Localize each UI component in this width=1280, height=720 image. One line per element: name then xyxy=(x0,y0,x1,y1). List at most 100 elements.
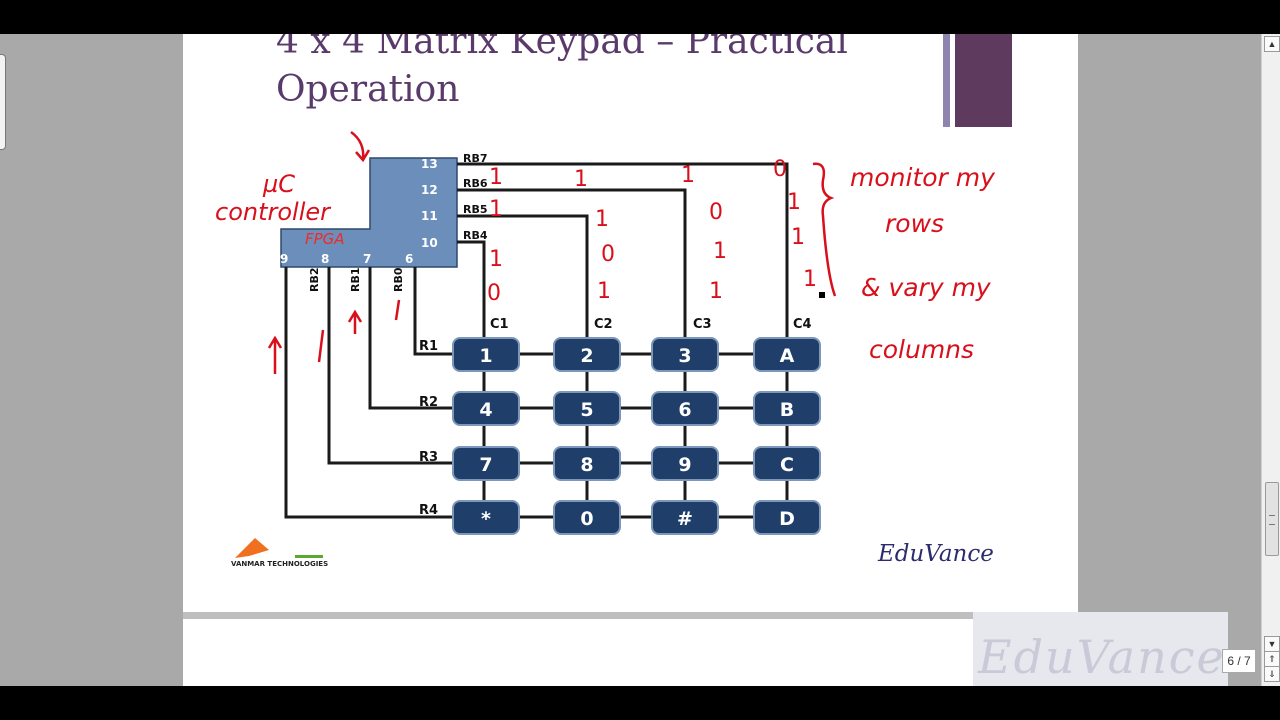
rb4-label: RB4 xyxy=(463,229,488,242)
watermark-text: EduVance xyxy=(978,630,1226,684)
keypad-diagram: 13 12 11 10 9 8 7 6 RB7 RB6 RB5 RB4 RB2 … xyxy=(215,130,996,568)
page-indicator: 6 / 7 xyxy=(1222,649,1256,673)
key-6-label: 6 xyxy=(678,399,691,421)
title-accent-bar-thin xyxy=(943,34,950,127)
slide-next-watermark xyxy=(973,612,1228,686)
key-1-label: 1 xyxy=(479,345,492,367)
controller-label: controller xyxy=(215,198,332,226)
key-B-label: B xyxy=(780,399,794,421)
bit-c2-row4: 1 xyxy=(597,279,611,304)
pin-10: 10 xyxy=(421,236,438,250)
scrollbar-thumb[interactable] xyxy=(1265,482,1279,556)
bit-c2-row2: 1 xyxy=(595,207,609,232)
row-label-r4: R4 xyxy=(419,503,438,518)
bit-c4-row1: 0 xyxy=(773,157,787,182)
bit-c3-row4: 1 xyxy=(709,279,723,304)
rb7-label: RB7 xyxy=(463,152,488,165)
slide-next xyxy=(183,619,973,686)
wire-r4 xyxy=(284,267,453,519)
grip-icon xyxy=(1269,515,1275,525)
mcu-block xyxy=(280,157,458,268)
bit-c4-row3: 1 xyxy=(791,225,805,250)
handwritten-annotations: µC controller FPGA 1 1 1 0 1 1 0 1 1 0 1… xyxy=(215,130,996,374)
slide-title-line1: 4 x 4 Matrix Keypad – Practical xyxy=(276,34,848,62)
bottom-black-bar xyxy=(0,686,1280,720)
pin-6: 6 xyxy=(405,252,413,266)
bit-c1-row1: 1 xyxy=(489,165,503,190)
key-B xyxy=(753,391,821,426)
scroll-down-button[interactable]: ▼ xyxy=(1264,636,1280,652)
key-4-label: 4 xyxy=(479,399,492,421)
key-C-label: C xyxy=(780,454,794,476)
vanmar-logo: VANMAR TECHNOLOGIES xyxy=(231,538,328,568)
scroll-up-button[interactable]: ▲ xyxy=(1264,36,1280,52)
fpga-label: FPGA xyxy=(305,230,345,248)
key-5 xyxy=(553,391,621,426)
column-label-c4: C4 xyxy=(793,317,812,332)
note-line3: & vary my xyxy=(861,273,992,302)
arrow-up-r3 xyxy=(317,329,325,363)
key-8-label: 8 xyxy=(580,454,593,476)
key-7-label: 7 xyxy=(479,454,492,476)
previous-page-button[interactable]: ⇑ xyxy=(1264,651,1280,667)
key-star-label: * xyxy=(481,508,491,530)
key-4 xyxy=(452,391,520,426)
uc-label: µC xyxy=(262,170,295,198)
key-9-label: 9 xyxy=(678,454,691,476)
key-hash xyxy=(651,500,719,535)
keypad-keys: 1 2 3 A 4 5 6 B 7 8 9 C * 0 # D xyxy=(452,337,821,535)
rb5-label: RB5 xyxy=(463,203,488,216)
bit-c4-row4: 1 xyxy=(803,267,817,292)
key-5-label: 5 xyxy=(580,399,593,421)
slide-divider xyxy=(183,612,973,619)
mark-r1 xyxy=(394,299,401,321)
key-2 xyxy=(553,337,621,372)
key-star xyxy=(452,500,520,535)
title-accent-bar-thick xyxy=(955,34,1012,127)
column-label-c1: C1 xyxy=(490,317,509,332)
note-line1: monitor my xyxy=(850,163,996,192)
bit-c1-row2: 1 xyxy=(489,197,503,222)
rb2-label: RB2 xyxy=(308,267,321,292)
key-hash-label: # xyxy=(677,508,693,530)
wire-r3 xyxy=(327,267,453,465)
wire-rb7-c4 xyxy=(457,162,789,354)
key-3-label: 3 xyxy=(678,345,691,367)
rb1-label: RB1 xyxy=(349,267,362,292)
sidebar-toggle-handle[interactable] xyxy=(0,54,6,150)
bit-c4-row2: 1 xyxy=(787,190,801,215)
curly-brace-mark xyxy=(812,162,837,297)
arrow-pointer-mcu xyxy=(350,130,371,163)
bit-c3-row1: 1 xyxy=(681,163,695,188)
cursor-marker xyxy=(819,292,825,298)
column-label-c3: C3 xyxy=(693,317,712,332)
pin-12: 12 xyxy=(421,183,438,197)
key-A-label: A xyxy=(780,345,795,367)
bit-c1-row3: 1 xyxy=(489,247,503,272)
key-8 xyxy=(553,446,621,481)
key-C xyxy=(753,446,821,481)
vanmar-logo-text: VANMAR TECHNOLOGIES xyxy=(231,560,328,568)
vertical-scrollbar[interactable]: ▲ ▼ ⇑ ⇓ xyxy=(1261,34,1280,686)
wire-r1 xyxy=(413,267,453,356)
column-label-c2: C2 xyxy=(594,317,613,332)
pin-7: 7 xyxy=(363,252,371,266)
rb0-label: RB0 xyxy=(392,267,405,292)
top-black-bar xyxy=(0,0,1280,34)
slide-title-line2: Operation xyxy=(276,69,460,110)
eduvance-logo: EduVance xyxy=(877,541,994,567)
key-2-label: 2 xyxy=(580,345,593,367)
key-0 xyxy=(553,500,621,535)
note-line2: rows xyxy=(885,209,944,238)
bit-c2-row1: 1 xyxy=(574,167,588,192)
wire-rb5-c2 xyxy=(457,214,589,354)
key-6 xyxy=(651,391,719,426)
next-page-button[interactable]: ⇓ xyxy=(1264,666,1280,682)
bit-c1-row4: 0 xyxy=(487,281,501,306)
key-0-label: 0 xyxy=(580,508,593,530)
key-9 xyxy=(651,446,719,481)
bit-c3-row3: 1 xyxy=(713,239,727,264)
